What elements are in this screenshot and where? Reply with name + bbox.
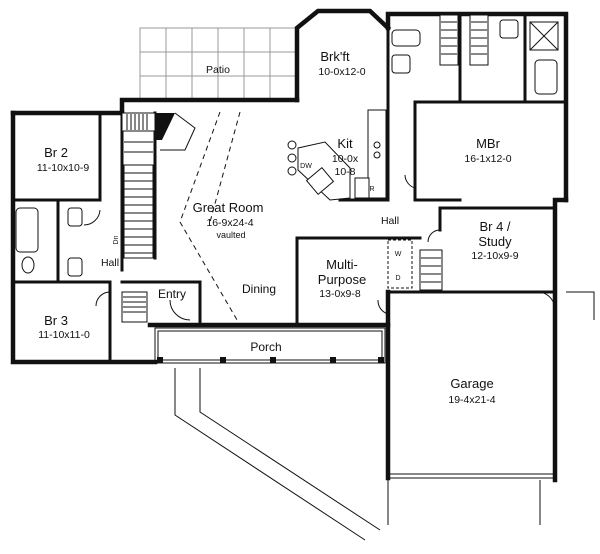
- vaulted-outline-left: [179, 111, 241, 326]
- br4-name-2: Study: [478, 234, 512, 249]
- bath-fixtures: [15, 19, 559, 277]
- porch-name: Porch: [250, 340, 281, 354]
- multi-name-2: Purpose: [318, 272, 366, 287]
- kit-dims-2: 10-8: [334, 166, 355, 178]
- brkft-dims: 10-0x12-0: [318, 66, 365, 78]
- garage-door-swing: [539, 291, 556, 311]
- laundry: [387, 239, 413, 289]
- great-room-note: vaulted: [216, 230, 245, 240]
- hall-left-name: Hall: [101, 257, 119, 269]
- closets: [121, 14, 489, 323]
- br2-dims: 11-10x10-9: [37, 162, 90, 174]
- stairs: [123, 141, 154, 259]
- garage-side-door: [566, 291, 595, 320]
- multi-name-1: Multi-: [326, 257, 358, 272]
- washer-label: W: [395, 251, 402, 258]
- refrigerator-label: R: [369, 186, 374, 193]
- hall-right-name: Hall: [381, 215, 399, 227]
- br4-dims: 12-10x9-9: [471, 250, 518, 262]
- mbr-dims: 16-1x12-0: [464, 153, 511, 165]
- great-room-name: Great Room: [193, 200, 264, 215]
- garage-name: Garage: [450, 376, 493, 391]
- great-room-dims: 16-9x24-4: [206, 217, 253, 229]
- patio-name: Patio: [206, 64, 230, 76]
- kit-dims-1: 10-0x: [332, 153, 359, 165]
- dining-name: Dining: [242, 282, 276, 296]
- stair-dn-label: Dn: [113, 235, 120, 244]
- entry-name: Entry: [158, 287, 186, 301]
- door-swings: [83, 174, 441, 321]
- kit-name: Kit: [337, 136, 353, 151]
- dishwasher-label: DW: [300, 163, 312, 170]
- br2-name: Br 2: [44, 145, 68, 160]
- hearth: [160, 112, 196, 151]
- br3-dims: 11-10x11-0: [38, 329, 90, 341]
- fireplace: [155, 113, 175, 140]
- kitchen-counters: [287, 109, 387, 201]
- brkft-name: Brk'ft: [320, 49, 350, 64]
- dryer-label: D: [395, 275, 400, 282]
- br3-name: Br 3: [44, 313, 68, 328]
- porch-structure: [154, 327, 386, 364]
- vaulted-outline-inner: [209, 111, 241, 223]
- mbr-name: MBr: [476, 136, 501, 151]
- multi-dims: 13-0x9-8: [319, 288, 361, 300]
- exterior-walls: [10, 8, 569, 483]
- walkway: [174, 368, 541, 541]
- br4-name-1: Br 4 /: [479, 219, 510, 234]
- interior-walls: [11, 12, 568, 364]
- garage-dims: 19-4x21-4: [448, 394, 495, 406]
